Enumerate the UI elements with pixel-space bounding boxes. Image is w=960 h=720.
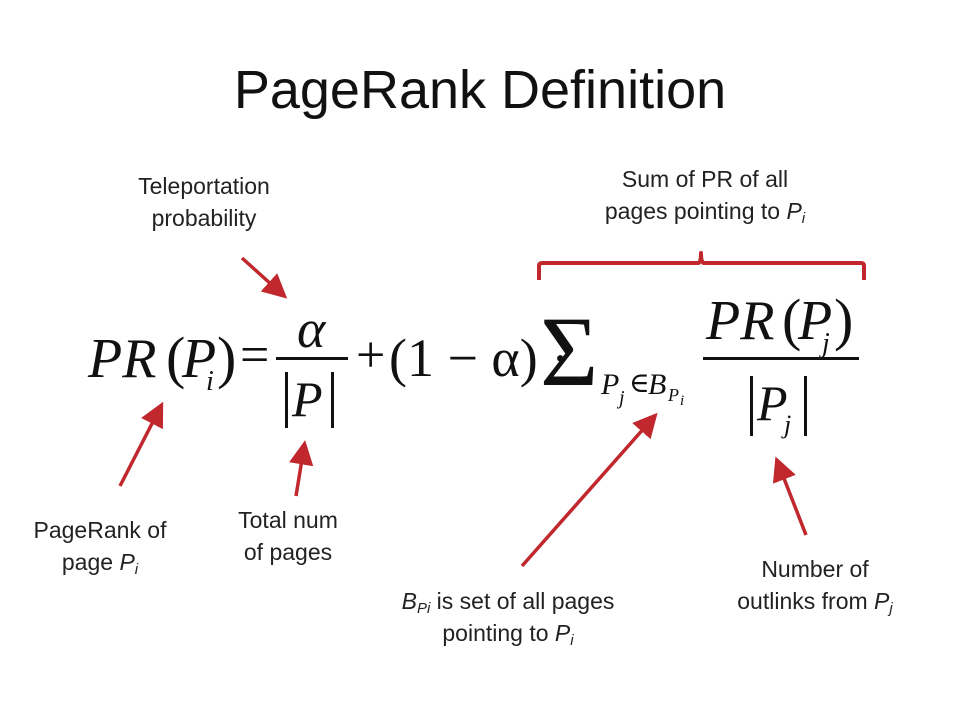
- sum-pr-line1: Sum of PR of all: [621, 166, 789, 192]
- teleport-line2: probability: [151, 205, 257, 231]
- teleport-line1: Teleportation: [138, 173, 270, 199]
- formula-num-p: P: [798, 290, 833, 352]
- formula-alpha: α: [297, 299, 326, 359]
- sum-sub-bi: i: [680, 393, 685, 409]
- outlinks-line1: Number of: [761, 556, 869, 582]
- fraction-bar-1: [276, 357, 348, 360]
- outlinks-line2: outlinks from Pj: [737, 588, 893, 617]
- formula-lhs-open-paren: (: [166, 325, 186, 390]
- formula-lhs-close-paren: ): [217, 325, 237, 390]
- sum-sub-bp: P: [668, 385, 679, 405]
- label-number-of-outlinks: Number of outlinks from Pj: [700, 553, 930, 617]
- arrow-teleport: [240, 256, 288, 299]
- formula-num-sub-j: j: [822, 328, 830, 359]
- formula-equals: =: [240, 327, 270, 384]
- bset-line2: pointing to Pi: [442, 620, 574, 649]
- formula-lhs-pr: PR: [88, 328, 157, 390]
- label-sum-of-pr: Sum of PR of all pages pointing to Pi: [560, 163, 850, 227]
- formula-lhs-p: P: [182, 328, 217, 390]
- pagerank-line2: page Pi: [61, 549, 139, 578]
- formula-sigma: Σ: [540, 296, 599, 407]
- abs-bar-right-1: [331, 372, 334, 428]
- label-b-set: BPi is set of all pages pointing to Pi: [358, 585, 658, 649]
- formula-den-p: P: [757, 375, 788, 431]
- formula-num-open-paren: (: [782, 287, 802, 352]
- bset-line1: BPi is set of all pages: [401, 588, 615, 617]
- label-pagerank-of-page: PageRank of page Pi: [5, 514, 195, 578]
- formula-lhs-sub-i: i: [206, 366, 214, 397]
- total-line2: of pages: [243, 539, 333, 565]
- arrow-outlinks: [772, 456, 808, 536]
- sum-sub-j: j: [619, 387, 625, 409]
- formula-one-minus-alpha: (1 − α) ·: [389, 328, 570, 388]
- total-line1: Total num: [238, 507, 338, 533]
- formula-num-pr: PR: [706, 290, 775, 352]
- arrow-pagerank: [118, 401, 164, 487]
- pagerank-line1: PageRank of: [33, 517, 167, 543]
- label-teleportation-probability: Teleportation probability: [94, 170, 314, 234]
- slide-title: PageRank Definition: [233, 60, 727, 120]
- label-total-num-of-pages: Total num of pages: [198, 504, 378, 568]
- formula-abs-p: P: [292, 371, 323, 427]
- arrow-bset: [520, 412, 658, 568]
- sum-sub-p: P: [601, 368, 620, 401]
- formula-den-sub-j: j: [784, 410, 792, 439]
- abs-bar-left-2: [750, 376, 753, 436]
- arrow-total: [289, 440, 314, 497]
- fraction-bar-2: [703, 357, 859, 360]
- abs-bar-right-2: [804, 376, 807, 436]
- formula-plus: +: [356, 327, 386, 384]
- formula-num-close-paren: ): [834, 287, 854, 352]
- abs-bar-left-1: [285, 372, 288, 428]
- sum-pr-line2: pages pointing to Pi: [604, 198, 806, 227]
- sum-sub-b: B: [648, 368, 667, 401]
- sum-sub-in: ∈: [629, 368, 650, 399]
